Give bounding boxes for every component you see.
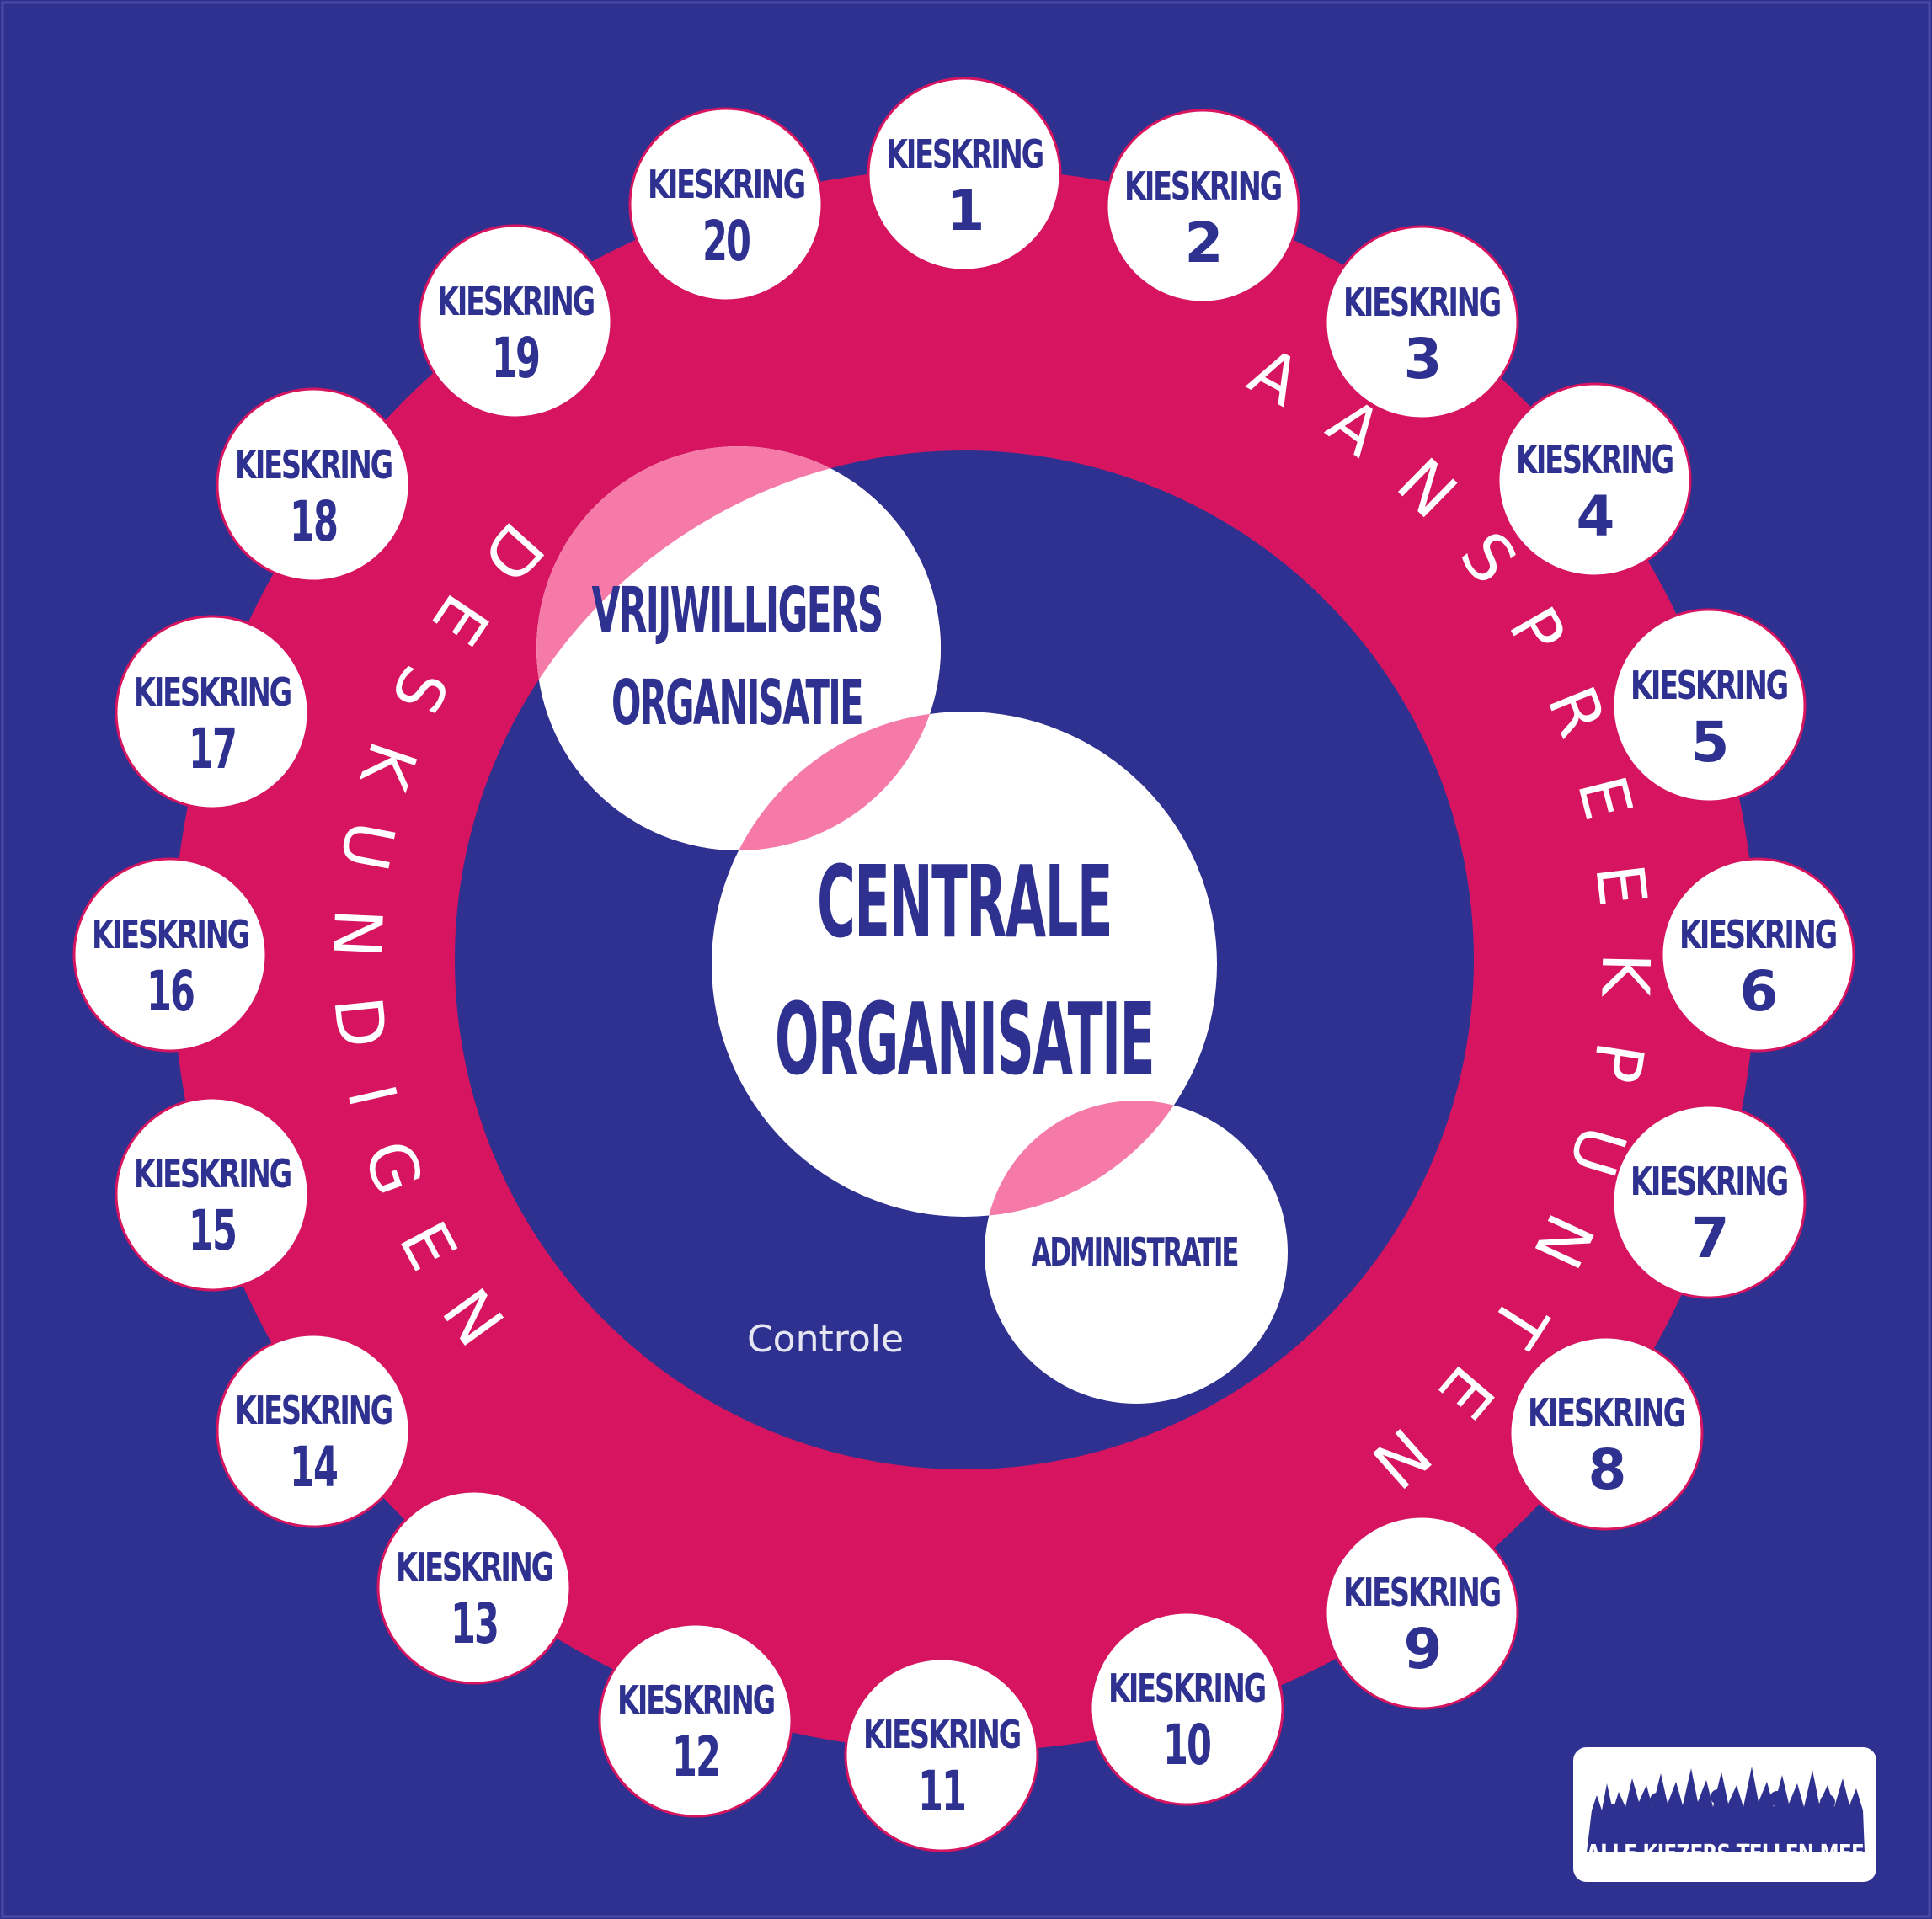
district-number: 14 (290, 1435, 337, 1500)
district-circle-shape (1508, 1335, 1704, 1531)
district-circle-shape (598, 1623, 793, 1818)
district-title: KIESKRING (235, 1388, 392, 1433)
district-number: 4 (1577, 484, 1613, 549)
district-circle-shape (1611, 1104, 1807, 1299)
district-circle-shape (418, 224, 613, 419)
district-title: KIESKRING (396, 1544, 552, 1590)
district-number: 18 (290, 489, 337, 554)
district-title: KIESKRING (437, 279, 594, 324)
logo: ALLE KIEZERS TELLEN MEE (1570, 1744, 1880, 1885)
district-title: KIESKRING (1516, 437, 1673, 482)
district-circle-shape (867, 77, 1062, 272)
district-circle-shape (1324, 225, 1519, 420)
district-number: 8 (1588, 1437, 1625, 1502)
district-circle-shape (1324, 1515, 1519, 1710)
district-number: 7 (1691, 1206, 1727, 1271)
district-number: 9 (1404, 1617, 1440, 1682)
district-title: KIESKRING (134, 1151, 291, 1197)
crowd-silhouette-icon (1587, 1767, 1865, 1852)
district-number: 2 (1185, 211, 1221, 275)
district-title: KIESKRING (863, 1712, 1020, 1757)
overlap-central-volunteers (712, 712, 941, 850)
administration-label: ADMINISTRATIE (1032, 1229, 1238, 1275)
district-circle-shape (115, 615, 310, 810)
district-title: KIESKRING (1679, 912, 1836, 957)
district-number: 19 (492, 326, 539, 391)
central-title-line-2: ORGANISATIE (775, 981, 1154, 1097)
controle-label: Controle (747, 1318, 904, 1361)
district-title: KIESKRING (1630, 1159, 1787, 1204)
district-number: 5 (1691, 710, 1727, 775)
central-title-line-1: CENTRALE (817, 844, 1112, 960)
district-title: KIESKRING (92, 912, 248, 957)
district-title: KIESKRING (1343, 1570, 1500, 1615)
district-title: KIESKRING (1630, 663, 1787, 708)
district-number: 6 (1740, 959, 1776, 1024)
district-number: 3 (1404, 327, 1440, 392)
district-circle-shape (1105, 109, 1300, 304)
district-circle-shape (72, 857, 268, 1053)
volunteers-title-line-2: ORGANISATIE (611, 667, 862, 739)
district-number: 12 (672, 1724, 719, 1789)
logo-text: ALLE KIEZERS TELLEN MEE (1586, 1840, 1864, 1869)
district-title: KIESKRING (1343, 280, 1500, 325)
district-title: KIESKRING (617, 1677, 774, 1723)
district-circle-shape (1089, 1611, 1284, 1806)
district-title: KIESKRING (648, 162, 804, 207)
district-number: 15 (189, 1198, 236, 1263)
district-circle-shape (115, 1096, 310, 1292)
district-circle-shape (1660, 857, 1855, 1053)
district-number: 1 (947, 179, 983, 243)
district-number: 13 (451, 1591, 498, 1656)
district-circle-shape (1497, 382, 1692, 578)
district-circle-shape (216, 387, 411, 583)
district-title: KIESKRING (1124, 163, 1281, 209)
district-circle-shape (376, 1490, 572, 1685)
district-number: 16 (147, 959, 194, 1024)
district-title: KIESKRING (134, 669, 291, 715)
district-circle-shape (216, 1333, 411, 1528)
central-organization-circle (712, 712, 1217, 1217)
district-number: 17 (189, 717, 236, 781)
volunteers-title-line-1: VRIJWILLIGERS (592, 574, 883, 647)
district-number: 11 (918, 1759, 965, 1824)
district-title: KIESKRING (1108, 1666, 1265, 1711)
district-number: 10 (1163, 1713, 1210, 1778)
district-title: KIESKRING (1528, 1390, 1684, 1436)
district-number: 20 (702, 209, 750, 274)
district-circle-shape (844, 1657, 1039, 1852)
district-circle-shape (1611, 608, 1807, 803)
district-title: KIESKRING (235, 442, 392, 488)
district-circle-shape (628, 107, 824, 302)
district-title: KIESKRING (886, 131, 1043, 177)
